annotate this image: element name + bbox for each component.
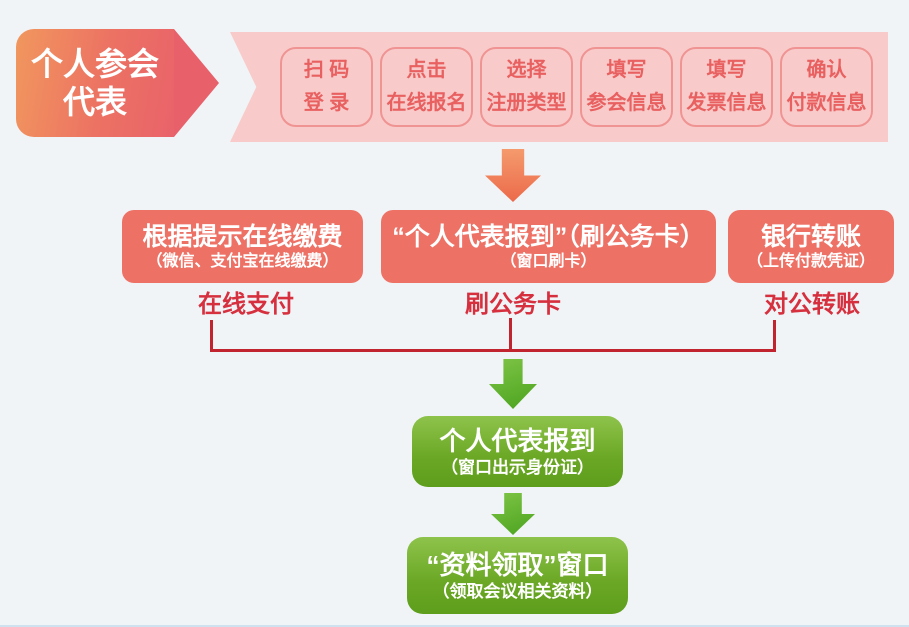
bottom-divider bbox=[0, 625, 909, 627]
band-step-line1: 确认 bbox=[806, 59, 847, 81]
materials-subtitle: （领取会议相关资料） bbox=[432, 581, 603, 601]
payment-box-subtitle: （窗口刷卡） bbox=[500, 252, 597, 270]
materials-title: “资料领取”窗口 bbox=[426, 549, 609, 580]
band-step-payment-confirm: 确认 付款信息 bbox=[780, 47, 873, 127]
bracket-line-right bbox=[773, 320, 776, 351]
bracket-line-left bbox=[210, 320, 213, 351]
down-arrow-icon bbox=[485, 149, 541, 202]
checkin-title: 个人代表报到 bbox=[439, 425, 596, 456]
bracket-line-horizontal bbox=[210, 349, 776, 352]
payment-box-online: 根据提示在线缴费 （微信、支付宝在线缴费） bbox=[122, 210, 363, 283]
band-step-invoice-info: 填写 发票信息 bbox=[680, 47, 773, 127]
band-step-line1: 点击 bbox=[406, 59, 447, 81]
payment-box-transfer: 银行转账 （上传付款凭证） bbox=[728, 210, 894, 283]
flow-start-badge: 个人参会 代表 bbox=[16, 29, 174, 137]
band-step-attendee-info: 填写 参会信息 bbox=[580, 47, 673, 127]
payment-box-title: 根据提示在线缴费 bbox=[142, 222, 343, 251]
flow-start-badge-line1: 个人参会 bbox=[30, 46, 159, 82]
band-step-line2: 参会信息 bbox=[586, 92, 667, 114]
payment-box-title: “个人代表报到”（刷公务卡） bbox=[392, 222, 705, 251]
bracket-line-middle bbox=[509, 318, 512, 351]
payment-box-title: 银行转账 bbox=[760, 222, 861, 251]
band-step-online-signup: 点击 在线报名 bbox=[380, 47, 473, 127]
payment-box-subtitle: （上传付款凭证） bbox=[746, 252, 875, 270]
payment-label-card: 刷公务卡 bbox=[465, 291, 561, 318]
band-step-line2: 注册类型 bbox=[486, 92, 567, 114]
checkin-box: 个人代表报到 （窗口出示身份证） bbox=[412, 416, 623, 487]
band-step-line1: 填写 bbox=[606, 59, 647, 81]
payment-label-transfer: 对公转账 bbox=[764, 291, 860, 318]
band-step-line1: 填写 bbox=[706, 59, 747, 81]
payment-label-online: 在线支付 bbox=[198, 291, 294, 318]
payment-box-card: “个人代表报到”（刷公务卡） （窗口刷卡） bbox=[381, 210, 716, 283]
flow-start-badge-arrow-point bbox=[174, 29, 219, 137]
band-step-scan-login: 扫 码 登 录 bbox=[280, 47, 373, 127]
band-step-line1: 扫 码 bbox=[303, 59, 350, 81]
materials-box: “资料领取”窗口 （领取会议相关资料） bbox=[407, 537, 628, 614]
flow-start-badge-line2: 代表 bbox=[62, 84, 127, 120]
band-step-line2: 登 录 bbox=[303, 92, 350, 114]
band-step-line2: 在线报名 bbox=[386, 92, 467, 114]
band-step-line2: 发票信息 bbox=[686, 92, 767, 114]
checkin-subtitle: （窗口出示身份证） bbox=[441, 457, 594, 477]
down-arrow-icon bbox=[491, 493, 535, 535]
process-band: 扫 码 登 录 点击 在线报名 选择 注册类型 填写 参会信息 填写 发票信息 … bbox=[230, 32, 888, 142]
band-step-line2: 付款信息 bbox=[786, 92, 867, 114]
payment-box-subtitle: （微信、支付宝在线缴费） bbox=[146, 252, 339, 270]
band-step-registration-type: 选择 注册类型 bbox=[480, 47, 573, 127]
band-step-line1: 选择 bbox=[506, 59, 547, 81]
down-arrow-icon bbox=[489, 359, 537, 409]
